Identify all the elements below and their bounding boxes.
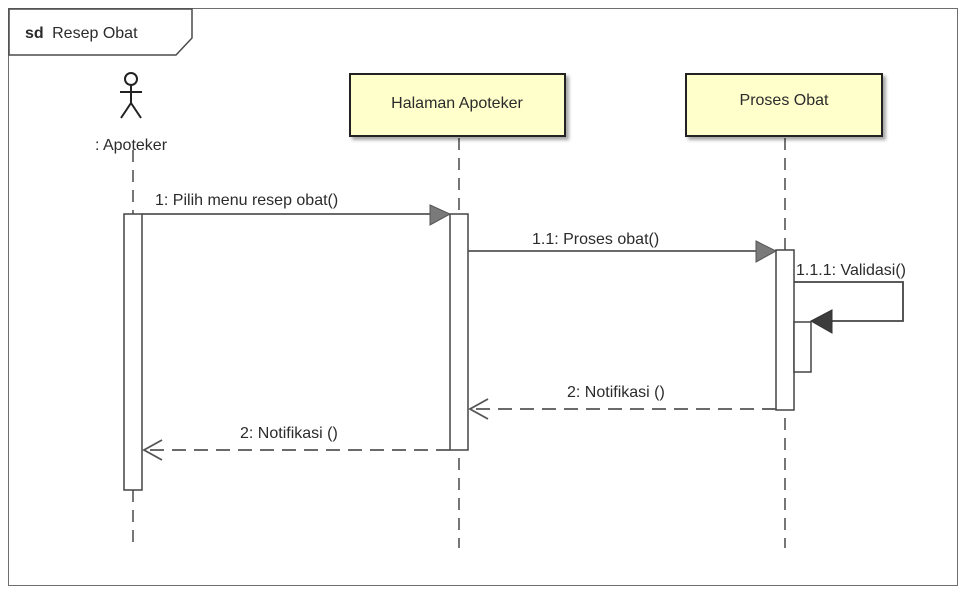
message-1-1: 1.1: Proses obat(): [468, 231, 778, 263]
message-2-label-a: 2: Notifikasi (): [567, 384, 665, 401]
frame-name: Resep Obat: [52, 25, 138, 42]
actor-label: : Apoteker: [95, 137, 168, 154]
object-proses-obat: Proses Obat: [685, 73, 883, 137]
message-2-return-to-halaman: 2: Notifikasi (): [468, 384, 776, 420]
frame-title: sd Resep Obat: [25, 25, 138, 42]
activation-apoteker: [123, 213, 143, 491]
activation-proses: [775, 249, 795, 411]
object-halaman-apoteker: Halaman Apoteker: [349, 73, 566, 137]
activation-halaman: [449, 213, 469, 451]
message-1: 1: Pilih menu resep obat(): [142, 192, 452, 226]
message-2-return-to-actor: 2: Notifikasi (): [142, 425, 450, 461]
message-1-label: 1: Pilih menu resep obat(): [155, 192, 338, 209]
activation-validasi: [793, 321, 812, 373]
message-2-label-b: 2: Notifikasi (): [240, 425, 338, 442]
message-1-1-label: 1.1: Proses obat(): [532, 231, 659, 248]
frame-tab: sd Resep Obat: [8, 8, 193, 56]
frame-operator: sd: [25, 25, 44, 42]
object-label-halaman: Halaman Apoteker: [391, 95, 523, 112]
message-1-1-1: 1.1.1: Validasi(): [794, 262, 906, 334]
actor-icon: [120, 72, 142, 119]
message-1-1-1-label: 1.1.1: Validasi(): [796, 262, 906, 279]
object-label-proses: Proses Obat: [740, 92, 829, 109]
